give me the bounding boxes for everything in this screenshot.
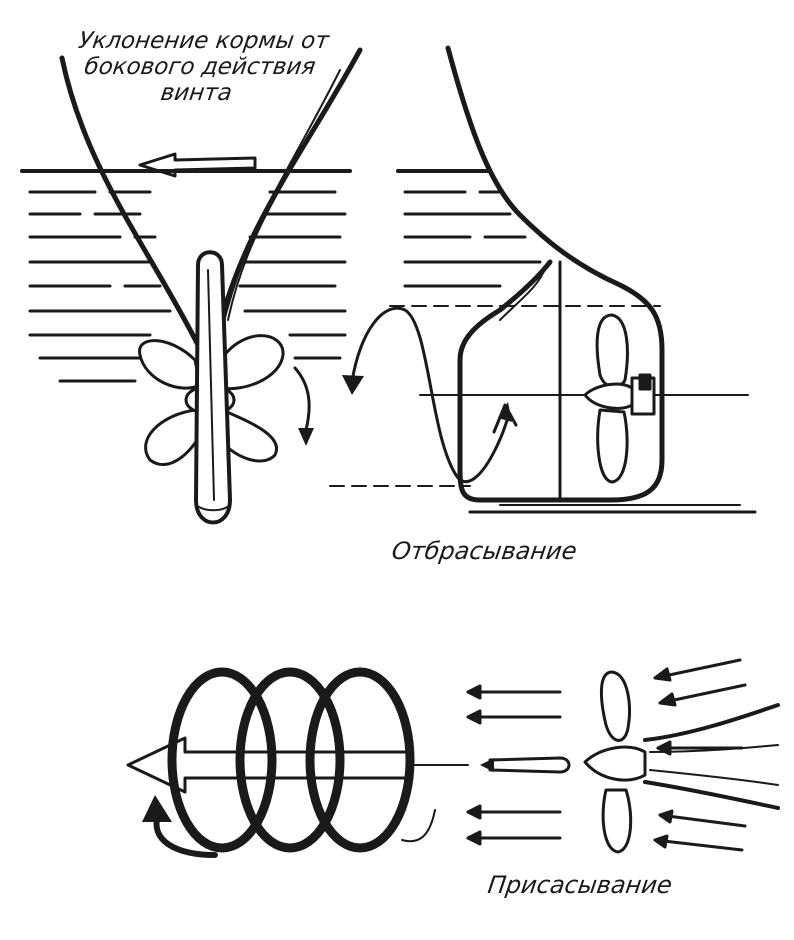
rotation-arrow: [295, 368, 314, 446]
rudder: [196, 252, 230, 522]
helical-flow: [172, 672, 410, 848]
caption-repulsion: Отбрасывание: [390, 538, 578, 564]
stern-rear-view: [22, 50, 360, 523]
hull-profile: [448, 48, 662, 500]
water-hatching-left: [22, 171, 350, 381]
propeller-front: [585, 672, 645, 852]
caption-line-1: Уклонение кормы от: [52, 28, 356, 54]
suction-view: [128, 660, 778, 855]
stern-side-view: [330, 48, 755, 512]
caption-line-3: винта: [45, 80, 349, 106]
caption-suction: Присасывание: [486, 872, 673, 898]
propeller-side: [585, 315, 654, 482]
inflow-arrows: [655, 660, 745, 850]
caption-stern-deviation: Уклонение кормы от бокового действия вин…: [45, 28, 356, 106]
water-hatching-right: [398, 171, 540, 286]
caption-line-2: бокового действия: [48, 54, 352, 80]
